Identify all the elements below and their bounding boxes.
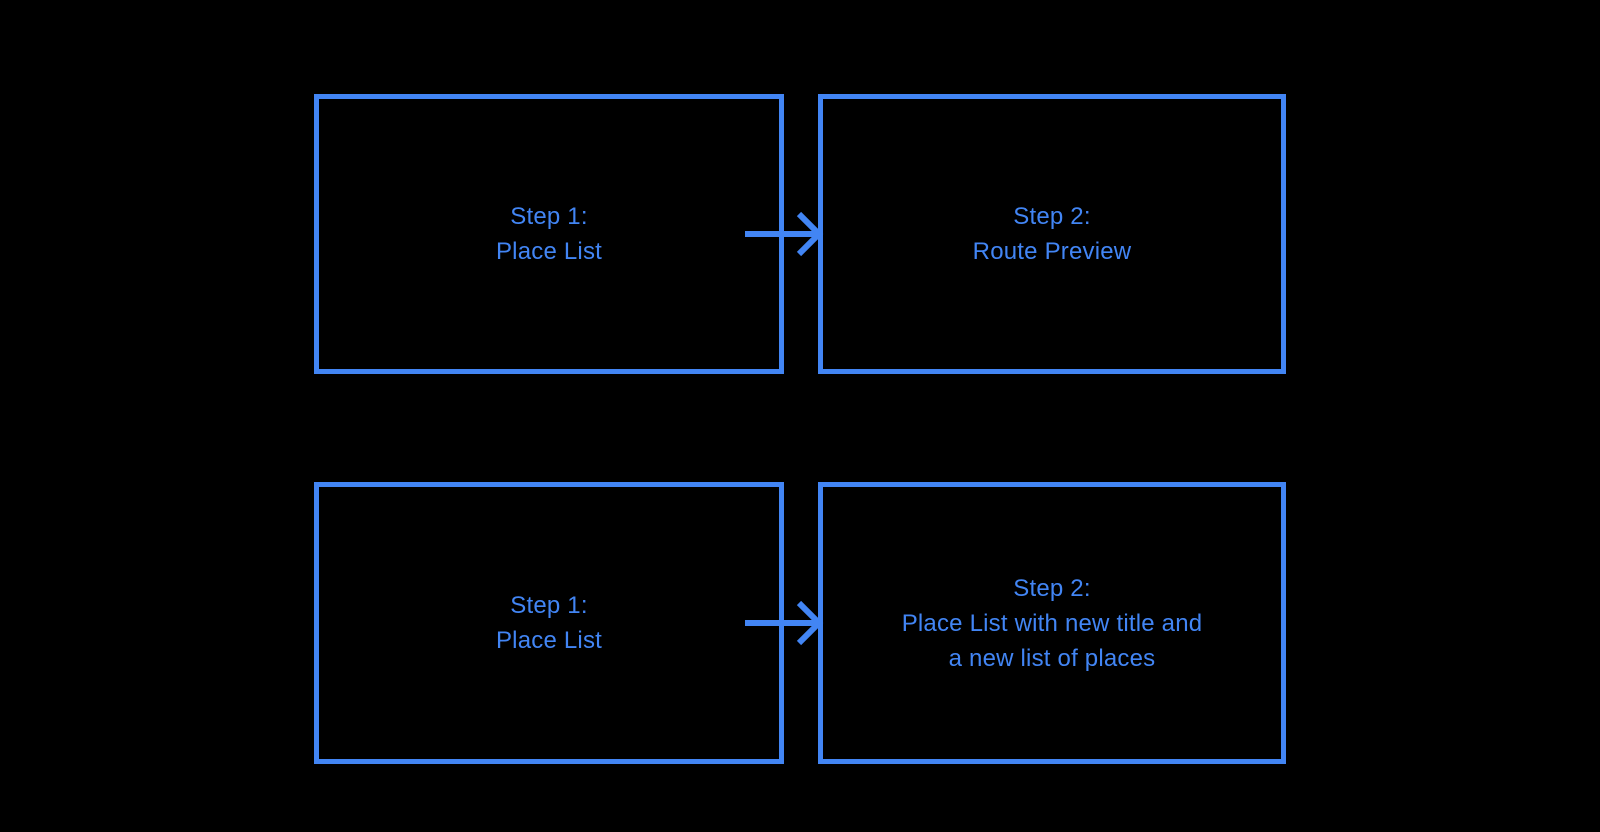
node-description-line: Route Preview xyxy=(972,238,1132,265)
node-step-label: Step 1: xyxy=(510,203,588,230)
flow-node-step2-place-list-new[interactable]: Step 2: Place List with new title and a … xyxy=(818,482,1286,764)
right-arrow-icon xyxy=(745,211,824,257)
node-step-label: Step 2: xyxy=(1013,574,1091,602)
flow-node-step2-route-preview[interactable]: Step 2: Route Preview xyxy=(818,94,1286,374)
right-arrow-icon xyxy=(745,600,824,646)
node-description-line: Place List with new title and xyxy=(901,609,1203,637)
node-step-label: Step 1: xyxy=(510,592,588,619)
node-description-line: Place List xyxy=(495,238,603,265)
node-description-line: Place List xyxy=(495,627,603,654)
node-description-line: a new list of places xyxy=(948,644,1156,672)
flow-node-step1-place-list[interactable]: Step 1: Place List xyxy=(314,94,784,374)
node-step-label: Step 2: xyxy=(1013,203,1091,230)
flow-node-step1-place-list-2[interactable]: Step 1: Place List xyxy=(314,482,784,764)
